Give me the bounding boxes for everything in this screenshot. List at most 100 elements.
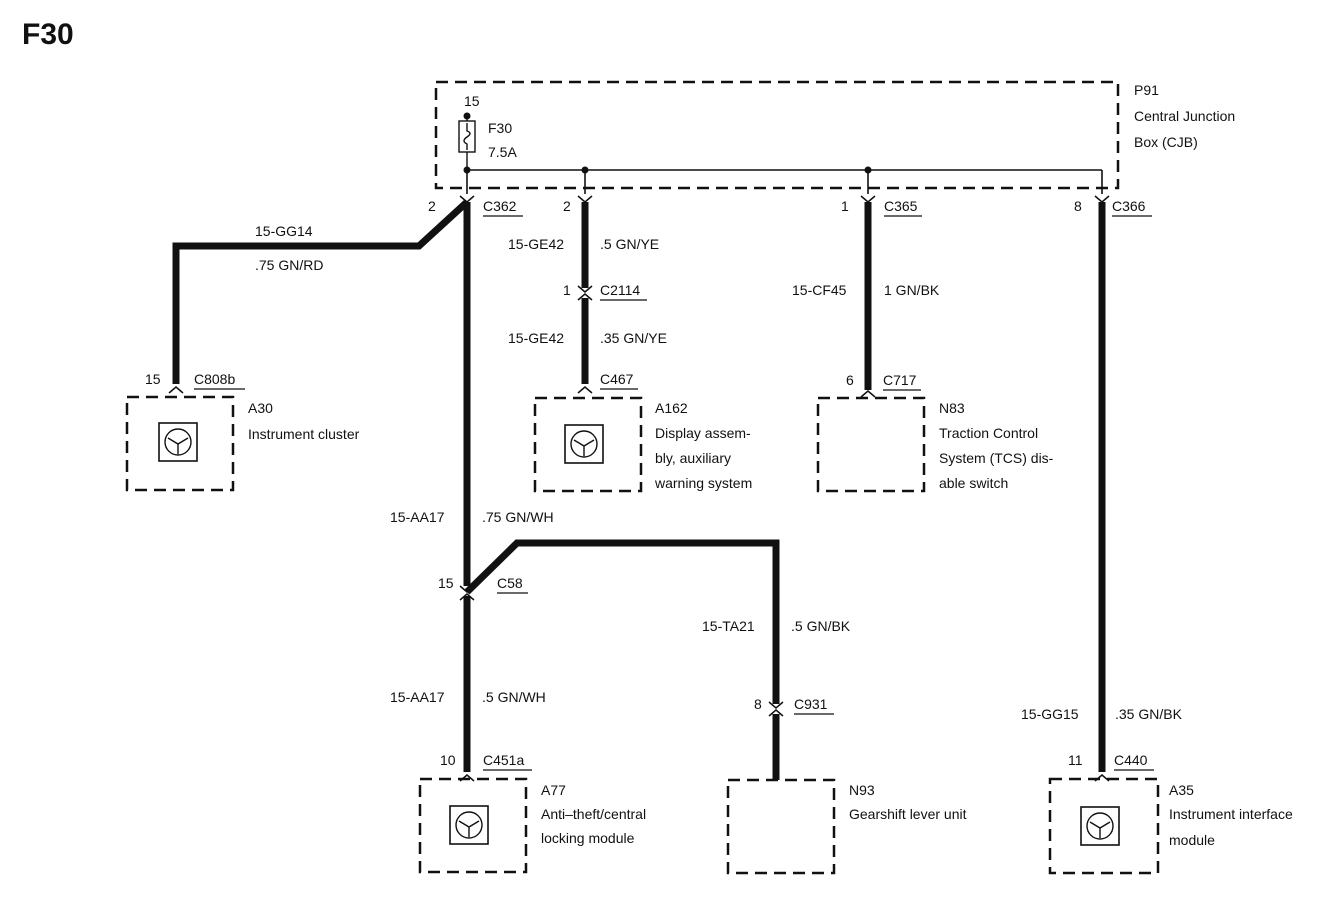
module-desc-line-3: able switch (939, 475, 1008, 491)
connector-pin-icon (459, 195, 475, 203)
module-desc-line-2: bly, auxiliary (655, 450, 731, 466)
module-boundary (418, 777, 528, 874)
connector-name: C2114 (600, 282, 640, 298)
module-ref: A30 (248, 400, 273, 416)
ecu-icon (449, 805, 489, 845)
fuse-rating-label: 7.5A (488, 144, 517, 160)
connector-pin-icon (577, 285, 593, 293)
connector-name: C717 (883, 372, 917, 388)
module-a77: A77 Anti–theft/central locking module (418, 777, 646, 874)
cjb-boundary (434, 80, 1120, 190)
module-n83: N83 Traction Control System (TCS) dis- a… (816, 396, 1054, 493)
connector-c931: 8 C931 (754, 696, 834, 717)
module-ref: A162 (655, 400, 688, 416)
connector-pin-label: 8 (1074, 198, 1082, 214)
module-a30: A30 Instrument cluster (125, 395, 360, 492)
module-desc-line-1: Instrument cluster (248, 426, 360, 442)
module-boundary (125, 395, 235, 492)
connector-name: C931 (794, 696, 828, 712)
fuse-ref-label: F30 (488, 120, 512, 136)
wire-15-gg14 (172, 199, 470, 384)
wire-spec-label: .5 GN/BK (791, 618, 851, 634)
module-boundary (816, 396, 926, 493)
wire-spec-label: .35 GN/YE (600, 330, 667, 346)
ecu-icon (158, 422, 198, 462)
module-a35: A35 Instrument interface module (1048, 777, 1293, 875)
fuse-pin-label: 15 (464, 93, 480, 109)
wire-spec-label: .5 GN/YE (600, 236, 659, 252)
module-desc-line-1: Instrument interface (1169, 806, 1293, 822)
connector-pin-label: 2 (563, 198, 571, 214)
connector-c366: 8 C366 (1074, 195, 1152, 217)
module-desc-line-3: warning system (654, 475, 752, 491)
module-desc-line-2: System (TCS) dis- (939, 450, 1054, 466)
wire-code-label: 15-CF45 (792, 282, 847, 298)
module-desc-line-2: locking module (541, 830, 635, 846)
connector-name: C467 (600, 371, 634, 387)
connector-name: C365 (884, 198, 918, 214)
fuse-element-icon (463, 123, 471, 150)
wire-15-ta21 (464, 539, 780, 704)
connector-pin-label: 15 (438, 575, 454, 591)
connector-name: C58 (497, 575, 523, 591)
module-ref: N83 (939, 400, 965, 416)
module-n93: N93 Gearshift lever unit (726, 778, 967, 875)
connector-pin-icon (459, 585, 475, 593)
connector-name: C440 (1114, 752, 1148, 768)
connector-c717: 6 C717 (846, 372, 921, 398)
connector-c362: 2 C362 (428, 195, 523, 217)
module-desc-line-1: Anti–theft/central (541, 806, 646, 822)
page-title: F30 (22, 18, 74, 51)
connector-c467: C467 (577, 371, 638, 394)
connector-pin-label: 8 (754, 696, 762, 712)
connector-pin-icon (860, 390, 876, 398)
connector-pin-icon (577, 386, 593, 394)
wire-code-label: 15-GE42 (508, 236, 564, 252)
module-boundary (1048, 777, 1160, 875)
connector-name: C362 (483, 198, 517, 214)
central-junction-box: P91 Central Junction Box (CJB) 15 F30 7.… (434, 80, 1235, 194)
connector-pin-icon (768, 701, 784, 709)
connector-pin-label: 15 (145, 371, 161, 387)
connector-pin-icon (1094, 195, 1110, 203)
wire-code-label: 15-GG14 (255, 223, 313, 239)
connector-c440: 11 C440 (1068, 752, 1154, 782)
wire-spec-label: .5 GN/WH (482, 689, 546, 705)
connector-pin-label: 6 (846, 372, 854, 388)
fuse-f30: 15 F30 7.5A (458, 93, 517, 170)
connector-pin-icon (768, 709, 784, 717)
module-boundary (726, 778, 836, 875)
wire-code-label: 15-AA17 (390, 689, 445, 705)
cjb-name-line-2: Box (CJB) (1134, 134, 1198, 150)
connector-pin-label: 1 (841, 198, 849, 214)
connector-pin-label: 11 (1068, 752, 1083, 768)
wire-code-label: 15-GG15 (1021, 706, 1079, 722)
connector-c451a: 10 C451a (440, 752, 532, 782)
connector-name: C808b (194, 371, 235, 387)
connector-c58: 15 C58 (438, 575, 528, 601)
wire-code-label: 15-AA17 (390, 509, 445, 525)
module-ref: N93 (849, 782, 875, 798)
wire-code-label: 15-TA21 (702, 618, 755, 634)
connector-pin-label: 10 (440, 752, 456, 768)
module-desc-line-1: Gearshift lever unit (849, 806, 967, 822)
module-desc-line-2: module (1169, 832, 1215, 848)
cjb-ref: P91 (1134, 82, 1159, 98)
connector-pin-icon (860, 195, 876, 203)
connector-pin-label: 1 (563, 282, 571, 298)
connector-pin-icon (459, 593, 475, 601)
connector-name: C451a (483, 752, 524, 768)
connector-pin-icon (577, 293, 593, 301)
wire-code-label: 15-GE42 (508, 330, 564, 346)
connector-pin-label: 2 (428, 198, 436, 214)
connector-pin-icon (577, 195, 593, 203)
module-desc-line-1: Traction Control (939, 425, 1038, 441)
connector-pin-icon (168, 386, 184, 394)
wire-spec-label: .35 GN/BK (1115, 706, 1183, 722)
connector-c808b: 15 C808b (145, 371, 245, 394)
wire-spec-label: 1 GN/BK (884, 282, 940, 298)
wire-spec-label: .75 GN/WH (482, 509, 554, 525)
wire-spec-label: .75 GN/RD (255, 257, 323, 273)
connector-c2114: 1 C2114 (563, 282, 647, 301)
